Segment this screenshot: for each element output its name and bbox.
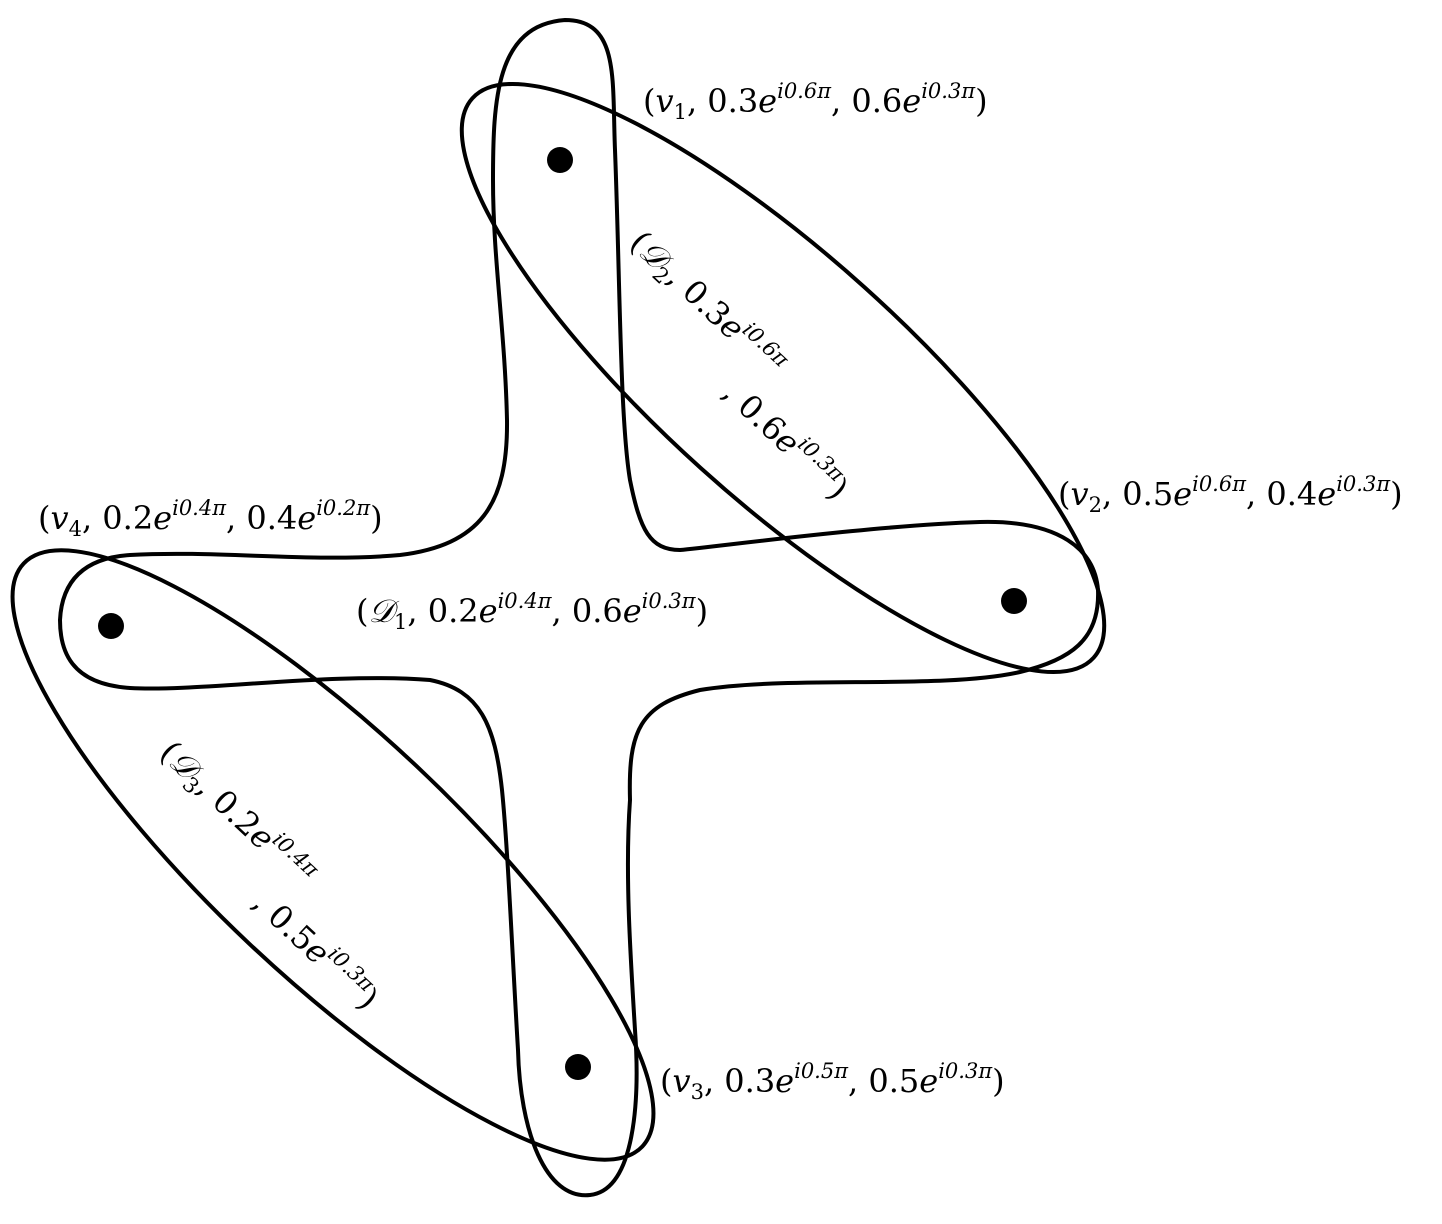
vertex-v2-dot: [1001, 588, 1027, 614]
vertex-v1-label: (v1, 0.3ei0.6π, 0.6ei0.3π): [643, 79, 988, 124]
hyperedge-d2-label-line1: (𝒟2, 0.3ei0.6π: [620, 221, 795, 388]
vertex-v3-dot: [565, 1054, 591, 1080]
hyperedge-d2-outline: [459, 81, 1107, 675]
vertex-v3-label: (v3, 0.3ei0.5π, 0.5ei0.3π): [660, 1059, 1005, 1104]
hyperedge-d1-outline: [58, 18, 1101, 1198]
hyperedge-d3-label-line2: , 0.5ei0.3π): [246, 880, 388, 1017]
vertex-v1-dot: [547, 147, 573, 173]
vertex-v2-label: (v2, 0.5ei0.6π, 0.4ei0.3π): [1058, 472, 1403, 517]
vertex-v4-dot: [98, 613, 124, 639]
hyperedge-d2-label-line2: , 0.6ei0.3π): [716, 370, 858, 507]
hyperedge-d3-outline: [10, 548, 656, 1162]
hyperedge-d3-label-line1: (𝒟3, 0.2ei0.4π: [150, 731, 325, 898]
vertex-v4-label: (v4, 0.2ei0.4π, 0.4ei0.2π): [38, 496, 383, 541]
hyperedge-d2-label: (𝒟2, 0.3ei0.6π , 0.6ei0.3π): [620, 221, 858, 507]
hyperedge-d1-label: (𝒟1, 0.2ei0.4π, 0.6ei0.3π): [356, 589, 708, 634]
hyperedge-d3-label: (𝒟3, 0.2ei0.4π , 0.5ei0.3π): [150, 731, 388, 1017]
